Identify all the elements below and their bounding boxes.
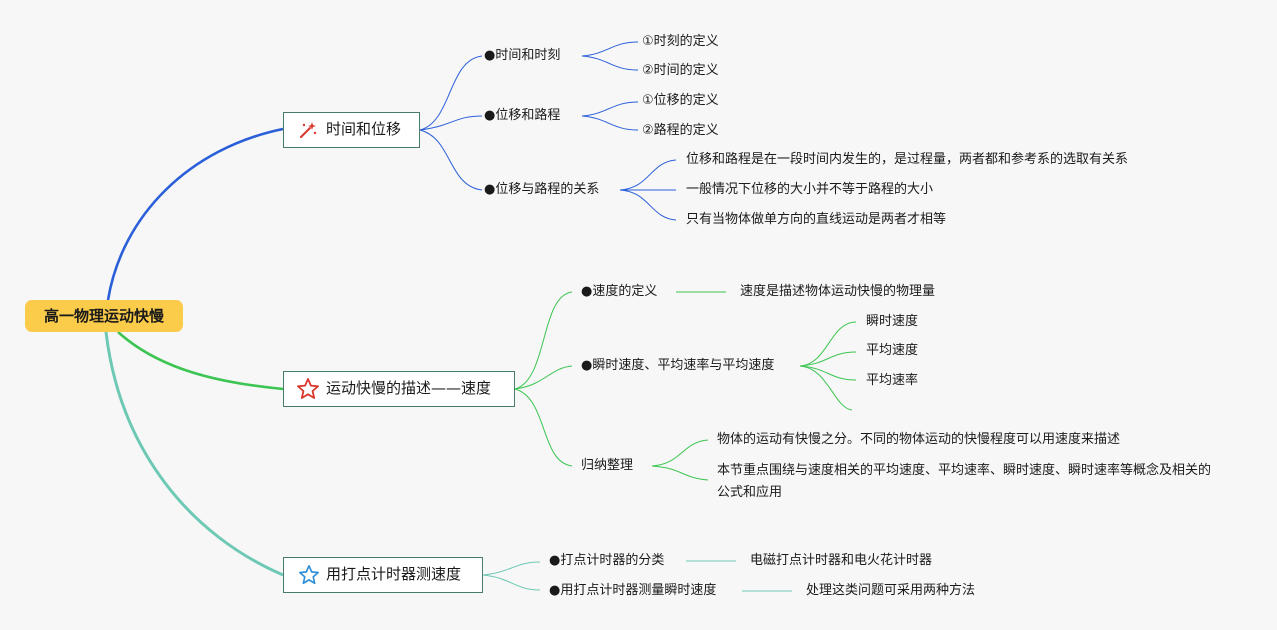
leaf-summary-1[interactable]: 物体的运动有快慢之分。不同的物体运动的快慢程度可以用速度来描述 [717, 432, 1121, 447]
subtopic-timer-types[interactable]: ●打点计时器的分类 [549, 553, 665, 568]
branch-speed-links [514, 291, 857, 481]
leaf-average-speed[interactable]: 平均速度 [866, 343, 919, 358]
branch-time-links [419, 41, 677, 221]
leaf-relation-2[interactable]: 一般情况下位移的大小并不等于路程的大小 [686, 182, 934, 197]
subtopic-displacement-path-relation[interactable]: ●位移与路程的关系 [484, 182, 600, 197]
topic-ticker-timer[interactable]: 用打点计时器测速度 [283, 557, 483, 593]
subtopic-timer-measure[interactable]: ●用打点计时器测量瞬时速度 [549, 583, 717, 598]
magic-wand-icon [300, 122, 317, 138]
leaf-relation-1[interactable]: 位移和路程是在一段时间内发生的，是过程量，两者都和参考系的选取有关系 [686, 152, 1129, 167]
subtopic-instant-average[interactable]: ●瞬时速度、平均速率与平均速度 [581, 358, 775, 373]
topic-label: 时间和位移 [326, 120, 402, 138]
leaf-time-definition[interactable]: ②时间的定义 [642, 63, 719, 78]
root-link-speed [117, 331, 284, 391]
subtopic-displacement-path[interactable]: ●位移和路程 [484, 108, 561, 123]
leaf-average-rate[interactable]: 平均速率 [866, 373, 919, 388]
leaf-speed-meaning[interactable]: 速度是描述物体运动快慢的物理量 [740, 284, 936, 299]
subtopic-time-moment[interactable]: ●时间和时刻 [484, 48, 561, 63]
star-outline-blue-icon [299, 565, 319, 585]
leaf-timer-methods[interactable]: 处理这类问题可采用两种方法 [806, 583, 976, 598]
leaf-timer-types[interactable]: 电磁打点计时器和电火花计时器 [750, 553, 933, 568]
star-outline-red-icon [297, 378, 319, 399]
subtopic-speed-definition[interactable]: ●速度的定义 [581, 284, 658, 299]
branch-timer-links [482, 560, 792, 592]
topic-time-displacement[interactable]: 时间和位移 [283, 112, 420, 148]
leaf-summary-2[interactable]: 本节重点围绕与速度相关的平均速度、平均速率、瞬时速度、瞬时速率等概念及相关的公式… [717, 463, 1212, 500]
topic-label: 用打点计时器测速度 [326, 565, 462, 583]
root-topic[interactable]: 高一物理运动快慢 [25, 300, 183, 332]
topic-label: 运动快慢的描述——速度 [326, 379, 492, 397]
leaf-path-definition[interactable]: ②路程的定义 [642, 123, 719, 138]
leaf-displacement-definition[interactable]: ①位移的定义 [642, 93, 719, 108]
leaf-moment-definition[interactable]: ①时刻的定义 [642, 34, 719, 49]
leaf-relation-3[interactable]: 只有当物体做单方向的直线运动是两者才相等 [686, 212, 947, 227]
leaf-instant-speed[interactable]: 瞬时速度 [866, 314, 919, 329]
topic-speed-description[interactable]: 运动快慢的描述——速度 [283, 371, 515, 407]
root-link-time [106, 127, 284, 301]
root-link-timer [104, 331, 284, 577]
subtopic-summary[interactable]: 归纳整理 [581, 458, 634, 473]
